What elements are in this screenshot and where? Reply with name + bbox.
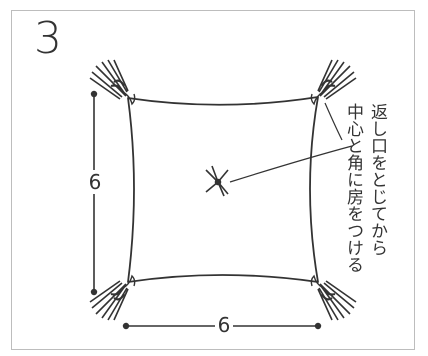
horizontal-dimension-label: 6: [215, 313, 233, 337]
leader-line-corner: [324, 102, 343, 141]
vertical-dimension-label: 6: [86, 170, 104, 194]
cushion-outline: [127, 96, 319, 283]
tassel-bottom-right: [310, 274, 357, 321]
note-line-2: 中心と角に房をつける: [343, 103, 363, 273]
step-number: 3: [34, 13, 62, 64]
tassel-top-left: [89, 59, 136, 106]
tassel-top-right: [310, 59, 357, 106]
tassel-center: [205, 165, 229, 197]
tassel-bottom-left: [89, 274, 136, 321]
leader-line-center: [229, 145, 353, 183]
note-line-1: 返し口をとじてから: [367, 103, 387, 256]
